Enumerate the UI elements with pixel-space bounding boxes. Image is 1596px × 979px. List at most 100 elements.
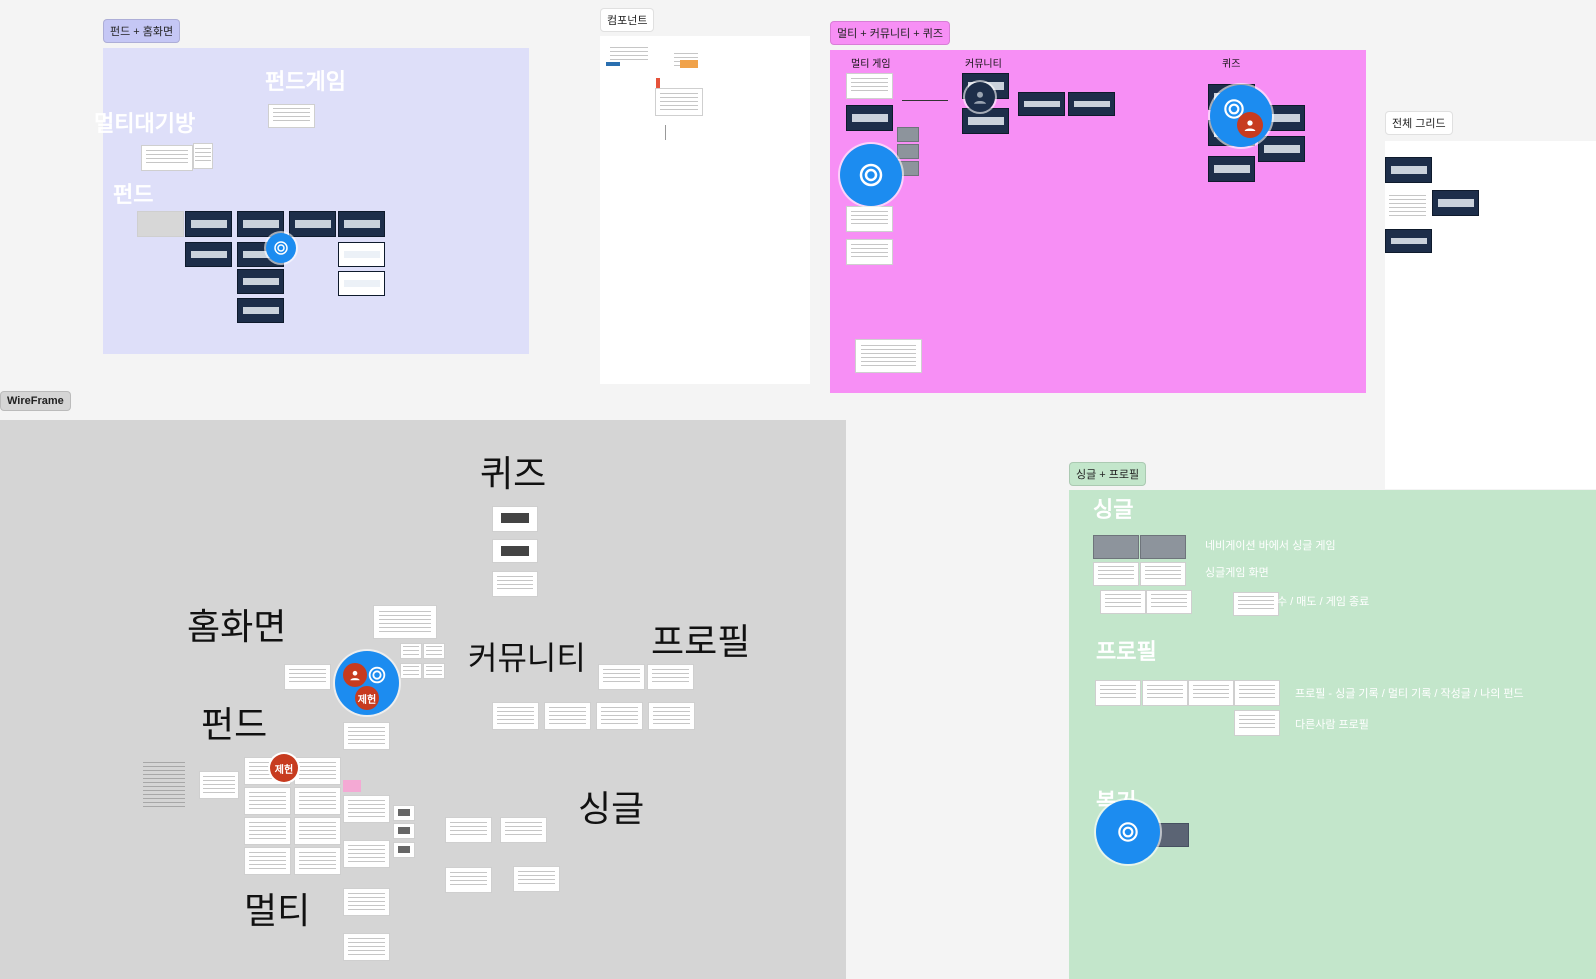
- section-tag-component[interactable]: 컴포넌트: [600, 8, 655, 32]
- wire-frame[interactable]: [648, 702, 695, 730]
- community-frame[interactable]: [1068, 92, 1115, 116]
- multi-game-frame[interactable]: [897, 144, 919, 159]
- wire-frame[interactable]: [343, 795, 390, 823]
- wire-frame[interactable]: [343, 840, 390, 868]
- wire-frame[interactable]: [294, 787, 341, 815]
- wire-label-profile: 프로필: [651, 621, 751, 662]
- user-avatar-label: 제헌: [355, 686, 379, 710]
- multi-game-frame[interactable]: [846, 206, 893, 232]
- user-avatar-icon: [965, 82, 995, 112]
- wire-frame[interactable]: [294, 757, 341, 785]
- wire-frame[interactable]: [294, 817, 341, 845]
- profile-frame[interactable]: [1188, 680, 1234, 706]
- wire-frame[interactable]: [343, 933, 390, 961]
- wire-frame[interactable]: [373, 605, 437, 639]
- fund-frame[interactable]: [237, 211, 284, 237]
- section-tag-fund-home[interactable]: 펀드 + 홈화면: [103, 19, 181, 43]
- fund-frame[interactable]: [185, 242, 232, 267]
- multi-waiting-frame[interactable]: [141, 145, 193, 171]
- wire-frame[interactable]: [294, 847, 341, 875]
- section-tag-full-grid[interactable]: 전체 그리드: [1385, 111, 1453, 135]
- profile-frame[interactable]: [1234, 710, 1280, 736]
- profile-frame[interactable]: [1234, 680, 1280, 706]
- community-frame[interactable]: [962, 108, 1009, 134]
- wire-frame[interactable]: [393, 805, 415, 821]
- component-swatch: [680, 60, 698, 68]
- multi-note-frame[interactable]: [855, 339, 922, 373]
- fund-frame[interactable]: [338, 271, 385, 296]
- single-frame[interactable]: [1100, 590, 1146, 614]
- section-tag-single-profile[interactable]: 싱글 + 프로필: [1069, 462, 1147, 486]
- wire-frame[interactable]: [244, 817, 291, 845]
- wire-frame[interactable]: [393, 842, 415, 858]
- label-multi-waiting: 멀티대기방: [94, 111, 196, 136]
- quiz-frame[interactable]: [1258, 136, 1305, 162]
- label-profile: 프로필: [1096, 639, 1157, 664]
- wire-frame[interactable]: [598, 664, 645, 690]
- wire-frame[interactable]: [244, 847, 291, 875]
- wire-frame[interactable]: [500, 817, 547, 843]
- grid-frame[interactable]: [1432, 190, 1479, 216]
- quiz-frame[interactable]: [1208, 156, 1255, 182]
- wire-frame[interactable]: [343, 888, 390, 916]
- wire-frame[interactable]: [544, 702, 591, 730]
- single-frame[interactable]: [1146, 590, 1192, 614]
- component-swatch: [606, 62, 620, 66]
- multi-game-frame[interactable]: [846, 105, 893, 131]
- section-tag-wireframe[interactable]: WireFrame: [0, 391, 71, 411]
- multi-game-frame[interactable]: [846, 239, 893, 265]
- wire-frame[interactable]: [492, 702, 539, 730]
- grid-frame[interactable]: [1385, 229, 1432, 253]
- grid-frame[interactable]: [1385, 157, 1432, 183]
- note-single-end: 수 / 매도 / 게임 종료: [1277, 596, 1370, 608]
- single-frame[interactable]: [1140, 535, 1186, 559]
- wire-frame[interactable]: [513, 866, 560, 892]
- wire-frame[interactable]: [423, 663, 445, 679]
- single-frame[interactable]: [1233, 592, 1279, 616]
- wire-frame[interactable]: [445, 867, 492, 893]
- fund-frame[interactable]: [338, 211, 385, 237]
- wire-frame[interactable]: [596, 702, 643, 730]
- wire-frame[interactable]: [492, 539, 538, 563]
- component-frame[interactable]: [606, 44, 652, 66]
- user-avatar-icon: [343, 663, 367, 687]
- multi-waiting-frame[interactable]: [193, 143, 213, 169]
- wire-label-home: 홈화면: [187, 606, 287, 647]
- fund-frame[interactable]: [237, 298, 284, 323]
- fund-frame[interactable]: [338, 242, 385, 267]
- fund-home-section[interactable]: [103, 48, 529, 354]
- component-section[interactable]: [600, 36, 810, 384]
- multi-game-frame[interactable]: [897, 127, 919, 142]
- fund-frame[interactable]: [289, 211, 336, 237]
- label-multi-game: 멀티 게임: [851, 59, 891, 70]
- single-frame[interactable]: [1093, 535, 1139, 559]
- wire-frame[interactable]: [343, 722, 390, 750]
- fund-frame[interactable]: [137, 211, 184, 237]
- single-frame[interactable]: [1140, 562, 1186, 586]
- wire-frame[interactable]: [492, 506, 538, 532]
- wire-frame[interactable]: [284, 664, 331, 690]
- multi-game-frame[interactable]: [846, 73, 893, 99]
- wire-sticky-note: [343, 780, 361, 792]
- component-frame[interactable]: [655, 88, 703, 116]
- wire-frame[interactable]: [647, 664, 694, 690]
- community-frame[interactable]: [1018, 92, 1065, 116]
- wireframe-section[interactable]: [0, 420, 846, 979]
- wire-frame[interactable]: [393, 823, 415, 839]
- label-quiz: 퀴즈: [1222, 59, 1241, 70]
- wire-frame[interactable]: [400, 663, 422, 679]
- wire-frame[interactable]: [199, 771, 239, 799]
- single-frame[interactable]: [1093, 562, 1139, 586]
- wire-frame[interactable]: [244, 787, 291, 815]
- wire-frame[interactable]: [423, 643, 445, 659]
- wire-frame[interactable]: [445, 817, 492, 843]
- wire-label-community: 커뮤니티: [468, 640, 586, 676]
- wire-frame[interactable]: [400, 643, 422, 659]
- wire-frame[interactable]: [492, 571, 538, 597]
- profile-frame[interactable]: [1095, 680, 1141, 706]
- section-tag-multi-community-quiz[interactable]: 멀티 + 커뮤니티 + 퀴즈: [830, 21, 951, 45]
- profile-frame[interactable]: [1142, 680, 1188, 706]
- fund-frame[interactable]: [237, 269, 284, 294]
- fund-game-frame[interactable]: [268, 104, 315, 128]
- fund-frame[interactable]: [185, 211, 232, 237]
